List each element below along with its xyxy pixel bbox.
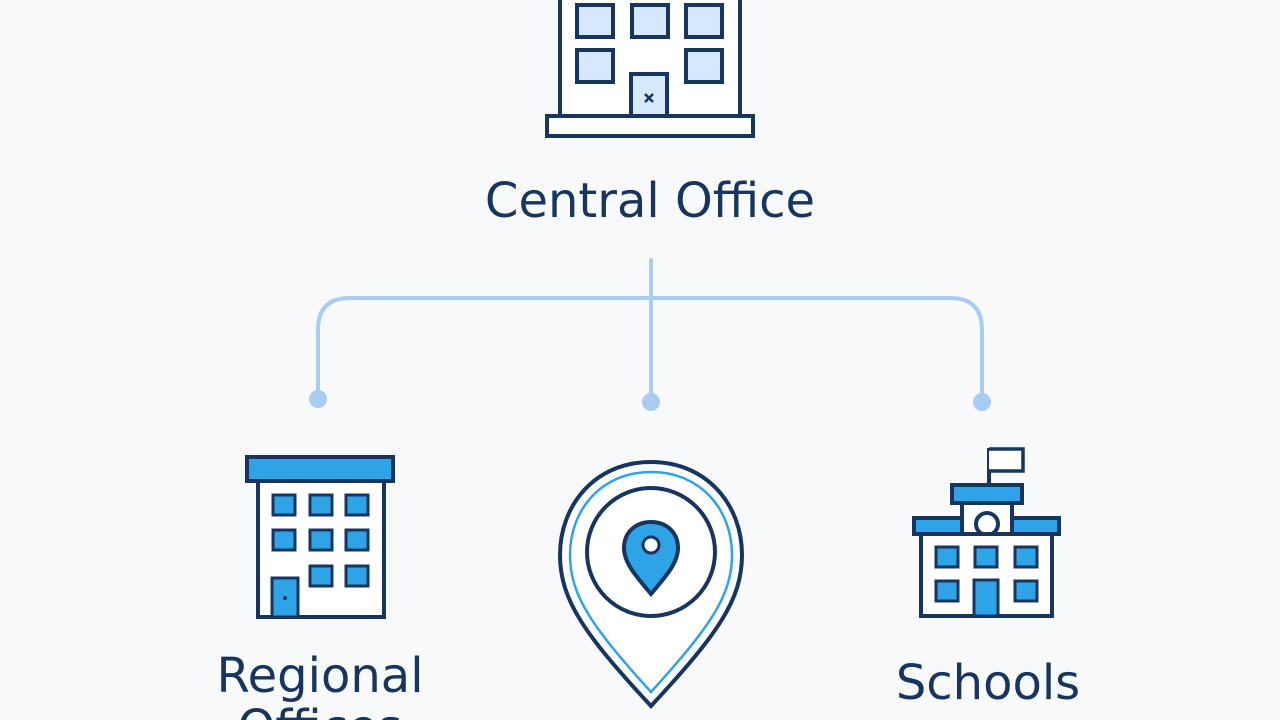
central-office-label: Central Office [484, 173, 816, 229]
map-pin-icon [557, 459, 745, 709]
regional-offices-label: Regional Offices [216, 648, 424, 720]
office-building-icon [545, 0, 755, 138]
connector-dot-center [642, 393, 660, 411]
connector-endpoints [309, 390, 991, 411]
connector-crossbar [316, 296, 984, 400]
connector-lines [316, 258, 984, 404]
school-building-icon [912, 447, 1061, 618]
connector-dot-right [973, 393, 991, 411]
connector-dot-left [309, 390, 327, 408]
regional-office-building-icon [245, 455, 395, 619]
schools-label: Schools [895, 655, 1081, 711]
